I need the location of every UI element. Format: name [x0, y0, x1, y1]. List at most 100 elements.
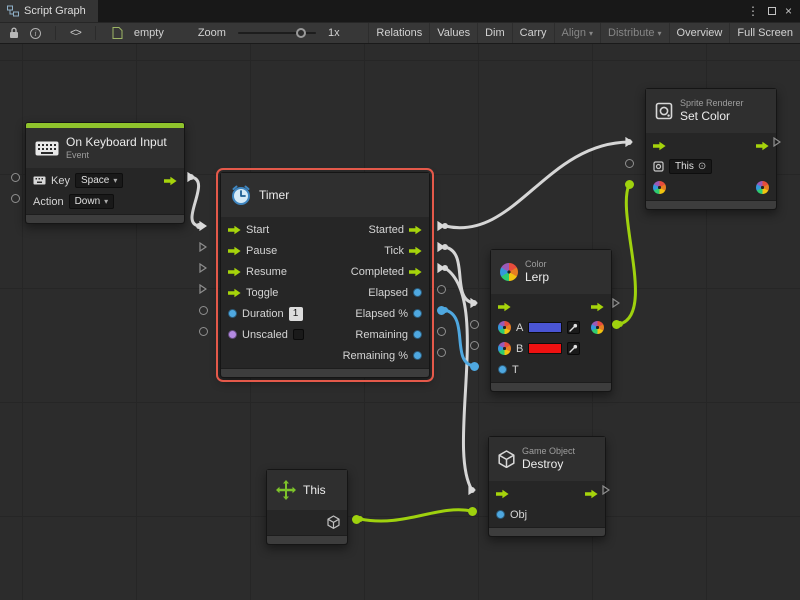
port-keyboard-action-in[interactable] — [11, 194, 20, 203]
timer-icon — [232, 185, 250, 205]
zoom-slider-handle[interactable] — [295, 28, 306, 38]
data-port-dot[interactable] — [228, 330, 237, 339]
eyedropper-icon[interactable] — [567, 342, 581, 355]
data-port-dot[interactable] — [228, 309, 237, 318]
key-dropdown[interactable]: Space▾ — [74, 173, 124, 188]
values-button[interactable]: Values — [429, 23, 477, 43]
gameobject-cube-icon[interactable] — [327, 515, 340, 530]
relations-button[interactable]: Relations — [368, 23, 429, 43]
object-picker-icon[interactable]: ⊙ — [697, 161, 707, 172]
flow-in-arrow[interactable] — [228, 288, 241, 298]
node-color-lerp[interactable]: Color Lerp A B T — [490, 249, 612, 392]
data-port-dot[interactable] — [496, 510, 505, 519]
data-port-dot[interactable] — [413, 288, 422, 297]
port-row-color — [646, 177, 776, 198]
port-keyboard-flow-out[interactable] — [187, 172, 195, 182]
flow-in-arrow[interactable] — [496, 489, 509, 499]
port-timer-pause-in[interactable] — [199, 242, 207, 252]
port-lerp-flow-out[interactable] — [612, 298, 620, 308]
align-button[interactable]: Align▾ — [553, 23, 600, 43]
color-swatch-a[interactable] — [528, 322, 563, 333]
node-on-keyboard-input[interactable]: On Keyboard Input Event Key Space▾ Actio… — [25, 122, 185, 224]
target-object-field[interactable]: This⊙ — [669, 159, 713, 174]
data-port-dot[interactable] — [413, 351, 422, 360]
flow-out-arrow[interactable] — [164, 176, 177, 186]
port-timer-started-out[interactable] — [437, 221, 445, 231]
color-swatch-b[interactable] — [528, 343, 563, 354]
flow-in-arrow[interactable] — [228, 246, 241, 256]
port-timer-unscaled-in[interactable] — [199, 327, 208, 336]
flow-in-arrow[interactable] — [498, 302, 511, 312]
port-timer-duration-in[interactable] — [199, 306, 208, 315]
node-destroy[interactable]: Game Object Destroy Obj — [488, 436, 606, 537]
action-dropdown[interactable]: Down▾ — [68, 194, 115, 209]
node-set-color[interactable]: Sprite Renderer Set Color This⊙ — [645, 88, 777, 210]
flow-out-arrow[interactable] — [756, 141, 769, 151]
flow-out-arrow[interactable] — [409, 246, 422, 256]
tab-script-graph[interactable]: Script Graph — [0, 0, 98, 22]
port-timer-toggle-in[interactable] — [199, 284, 207, 294]
flow-in-arrow[interactable] — [228, 267, 241, 277]
data-port-dot[interactable] — [413, 309, 422, 318]
node-timer[interactable]: Timer Start Started Pause Tick Resume Co… — [216, 168, 434, 382]
maximize-icon[interactable] — [767, 7, 776, 15]
port-destroy-obj-in[interactable] — [468, 507, 477, 516]
port-timer-tick-out[interactable] — [437, 242, 445, 252]
port-timer-remaining-pct-out[interactable] — [437, 348, 446, 357]
port-keyboard-key-in[interactable] — [11, 173, 20, 182]
port-lerp-color-out[interactable] — [612, 320, 621, 329]
data-port-dot[interactable] — [498, 365, 507, 374]
data-port-dot[interactable] — [413, 330, 422, 339]
caret-down-icon: ▾ — [657, 28, 662, 38]
port-setcolor-flow-out[interactable] — [773, 137, 781, 147]
port-timer-resume-in[interactable] — [199, 263, 207, 273]
flow-out-arrow[interactable] — [409, 225, 422, 235]
port-lerp-flow-in[interactable] — [470, 298, 478, 308]
eyedropper-icon[interactable] — [567, 321, 581, 334]
lock-icon[interactable] — [6, 27, 22, 39]
overview-button[interactable]: Overview — [668, 23, 730, 43]
window-menu-icon[interactable]: ⋮ — [746, 4, 759, 18]
port-row — [491, 296, 611, 317]
port-timer-start-in[interactable] — [199, 221, 207, 231]
flow-out-arrow[interactable] — [585, 489, 598, 499]
port-timer-completed-out[interactable] — [437, 263, 445, 273]
color-wheel-icon[interactable] — [591, 321, 604, 334]
dim-button[interactable]: Dim — [477, 23, 512, 43]
zoom-slider[interactable] — [237, 28, 316, 38]
port-lerp-a-in[interactable] — [470, 320, 479, 329]
port-setcolor-flow-in[interactable] — [625, 137, 633, 147]
flow-in-arrow[interactable] — [653, 141, 666, 151]
code-icon[interactable]: <> — [70, 27, 82, 39]
port-destroy-flow-in[interactable] — [468, 485, 476, 495]
color-wheel-icon[interactable] — [653, 181, 666, 194]
start-label: Start — [246, 223, 270, 236]
graph-canvas[interactable]: On Keyboard Input Event Key Space▾ Actio… — [0, 44, 800, 600]
distribute-button[interactable]: Distribute▾ — [600, 23, 668, 43]
port-setcolor-target-in[interactable] — [625, 159, 634, 168]
port-timer-elapsed-out[interactable] — [437, 285, 446, 294]
port-row-self-out — [267, 512, 347, 533]
color-wheel-icon[interactable] — [756, 181, 769, 194]
port-lerp-t-in[interactable] — [470, 362, 479, 371]
flow-in-arrow[interactable] — [228, 225, 241, 235]
info-icon[interactable]: i — [30, 27, 41, 39]
node-this[interactable]: This — [266, 469, 348, 545]
unscaled-checkbox[interactable] — [292, 329, 304, 340]
flow-out-arrow[interactable] — [591, 302, 604, 312]
close-icon[interactable]: × — [784, 4, 792, 18]
port-lerp-b-in[interactable] — [470, 341, 479, 350]
duration-input[interactable]: 1 — [288, 306, 303, 321]
port-this-out[interactable] — [352, 515, 361, 524]
caret-down-icon: ▾ — [589, 28, 594, 38]
carry-button[interactable]: Carry — [511, 23, 554, 43]
fullscreen-button[interactable]: Full Screen — [729, 23, 800, 43]
port-timer-remaining-out[interactable] — [437, 327, 446, 336]
node-footer — [221, 368, 429, 377]
port-setcolor-color-in[interactable] — [625, 180, 634, 189]
a-label: A — [516, 321, 524, 334]
port-timer-elapsed-pct-out[interactable] — [437, 306, 446, 315]
flow-out-arrow[interactable] — [409, 267, 422, 277]
port-destroy-flow-out[interactable] — [602, 485, 610, 495]
